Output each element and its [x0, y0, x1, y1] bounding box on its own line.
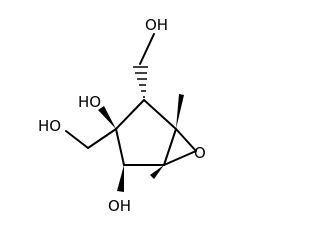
bond-c2-c3	[163, 128, 177, 166]
oh-bottom-label: OH	[108, 197, 131, 215]
bond-c4-c5	[115, 128, 125, 166]
bond-c5-c1	[115, 99, 145, 130]
oh-mid-label: HO	[78, 93, 101, 111]
wedge-c4-oh	[117, 165, 124, 192]
chemical-structure: OH HO HO O OH	[38, 16, 206, 215]
bond-c3-oxygen	[163, 150, 197, 166]
wedge-c3-h	[150, 165, 164, 179]
bond-c5-ch2	[87, 128, 117, 149]
bond-ch2-oh-top	[139, 33, 155, 65]
bond-c2-oxygen	[175, 128, 197, 152]
wedge-c5-oh	[98, 106, 116, 129]
wedge-methyl	[176, 94, 184, 129]
oh-left-label: HO	[38, 117, 61, 135]
hash-c1-ch2	[133, 66, 148, 98]
bond-c1-c2	[143, 99, 177, 130]
bond-ch2-oh-left	[65, 130, 89, 149]
ring-oxygen-label: O	[194, 144, 206, 162]
oh-top-label: OH	[145, 16, 168, 34]
